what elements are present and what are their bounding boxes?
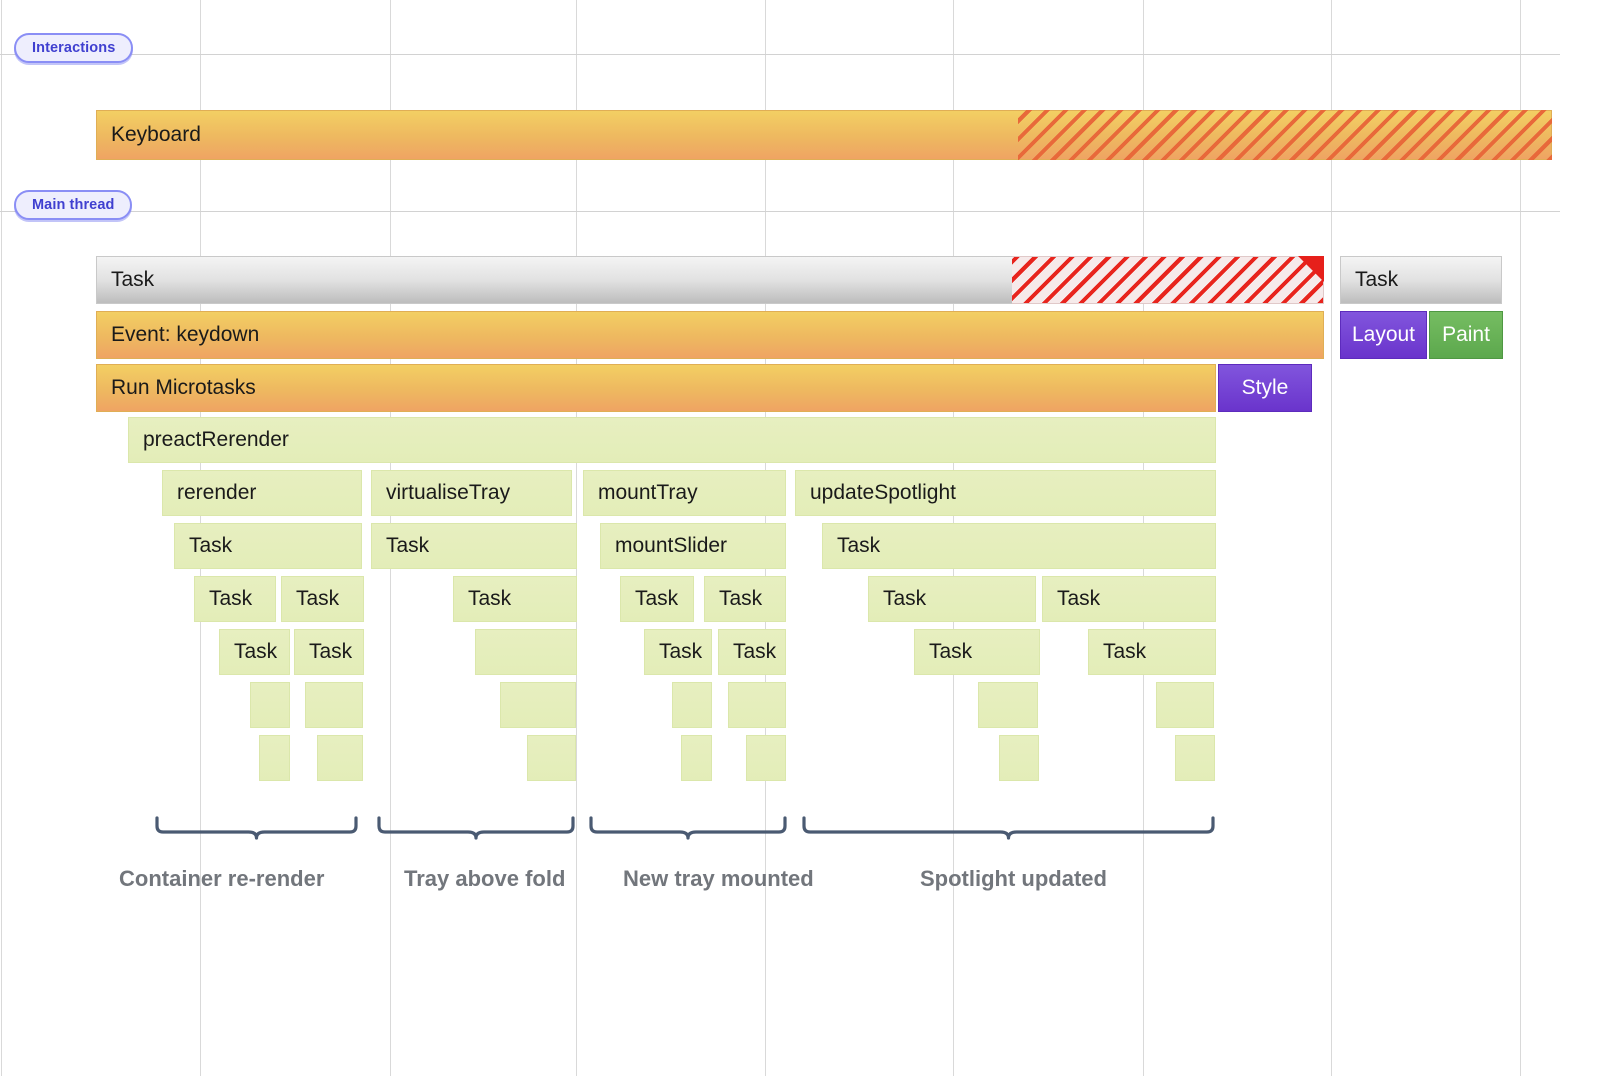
flame-bar-d5-task-0[interactable]: Task	[174, 523, 362, 569]
flame-bar-d7-task-4-label: Task	[733, 640, 777, 663]
flame-bar-d5-task-1-label: Task	[386, 534, 430, 557]
flame-bar-d2-run-microtasks-0-label: Run Microtasks	[111, 376, 256, 399]
flame-bar-d4-virtualisetray-1-label: virtualiseTray	[386, 481, 511, 504]
flame-bar-d4-rerender-0-label: rerender	[177, 481, 257, 504]
flame-bar-d7-task-1-label: Task	[309, 640, 353, 663]
flame-bar-d4-mounttray-2[interactable]: mountTray	[583, 470, 786, 516]
flame-bar-d0-task-0-label: Task	[111, 268, 155, 291]
interaction-bar-keyboard[interactable]: Keyboard	[96, 110, 1552, 160]
flame-bar-d1-layout-1[interactable]: Layout	[1340, 311, 1427, 359]
track-rule-0	[0, 54, 1560, 55]
flame-bar-d7-task-1[interactable]: Task	[294, 629, 364, 675]
flame-bar-d6-task-3-label: Task	[635, 587, 679, 610]
flame-bar-d8-unlabeled-4[interactable]	[728, 682, 786, 728]
flame-bar-d7-task-5-label: Task	[929, 640, 973, 663]
flame-bar-d9-unlabeled-6[interactable]	[1175, 735, 1215, 781]
flame-bar-d5-task-0-label: Task	[189, 534, 233, 557]
flame-bar-d8-unlabeled-6[interactable]	[1156, 682, 1214, 728]
annotation-bracket-1	[377, 816, 575, 840]
annotation-bracket-2	[589, 816, 787, 840]
track-rule-1	[0, 211, 1560, 212]
gridline-0	[1, 0, 2, 1076]
flame-bar-d7-task-0-label: Task	[234, 640, 278, 663]
flame-bar-d5-mountslider-2-label: mountSlider	[615, 534, 728, 557]
flame-bar-d9-unlabeled-3[interactable]	[681, 735, 712, 781]
flame-bar-d4-updatespotlight-3[interactable]: updateSpotlight	[795, 470, 1216, 516]
flame-bar-d6-task-4[interactable]: Task	[704, 576, 786, 622]
flame-bar-d8-unlabeled-5[interactable]	[978, 682, 1038, 728]
flame-bar-d3-preactrerender-0-label: preactRerender	[143, 428, 289, 451]
flame-bar-d6-task-3[interactable]: Task	[620, 576, 694, 622]
flame-bar-d7-task-3[interactable]: Task	[644, 629, 712, 675]
flame-bar-d6-task-6[interactable]: Task	[1042, 576, 1216, 622]
flame-bar-d4-mounttray-2-label: mountTray	[598, 481, 698, 504]
flame-bar-d6-task-4-label: Task	[719, 587, 763, 610]
interaction-bar-keyboard-label: Keyboard	[111, 123, 201, 146]
flame-bar-d5-task-3-label: Task	[837, 534, 881, 557]
flame-bar-d0-task-1-label: Task	[1355, 268, 1399, 291]
flame-bar-d1-layout-1-label: Layout	[1351, 323, 1416, 346]
annotation-label-1: Tray above fold	[404, 866, 566, 891]
flame-bar-d7-task-6[interactable]: Task	[1088, 629, 1216, 675]
flame-bar-d7-task-0[interactable]: Task	[219, 629, 290, 675]
track-pill-main-thread[interactable]: Main thread	[14, 190, 133, 220]
flame-bar-d4-virtualisetray-1[interactable]: virtualiseTray	[371, 470, 572, 516]
flame-bar-d0-task-1[interactable]: Task	[1340, 256, 1502, 304]
flame-bar-d6-task-5[interactable]: Task	[868, 576, 1036, 622]
flame-bar-d9-unlabeled-1[interactable]	[317, 735, 363, 781]
flame-bar-d8-unlabeled-0[interactable]	[250, 682, 290, 728]
annotation-label-0: Container re-render	[119, 866, 325, 891]
annotation-label-2: New tray mounted	[623, 866, 814, 891]
flame-bar-d5-mountslider-2[interactable]: mountSlider	[600, 523, 786, 569]
flame-bar-d1-paint-2[interactable]: Paint	[1429, 311, 1503, 359]
flame-bar-d7-task-6-label: Task	[1103, 640, 1147, 663]
flame-bar-d2-style-1-label: Style	[1241, 376, 1289, 399]
flame-bar-d6-task-0[interactable]: Task	[194, 576, 276, 622]
flame-bar-d1-paint-2-label: Paint	[1442, 323, 1490, 346]
flame-bar-d1-event-keydown-0[interactable]: Event: keydown	[96, 311, 1324, 359]
flame-bar-d8-unlabeled-3[interactable]	[672, 682, 712, 728]
flame-bar-d6-task-2-label: Task	[468, 587, 512, 610]
flame-bar-d6-task-5-label: Task	[883, 587, 927, 610]
flame-bar-d9-unlabeled-4[interactable]	[746, 735, 786, 781]
flame-bar-d3-preactrerender-0[interactable]: preactRerender	[128, 417, 1216, 463]
flame-bar-d8-unlabeled-2[interactable]	[500, 682, 576, 728]
flame-bar-d7-task-4[interactable]: Task	[718, 629, 786, 675]
flame-bar-d6-task-1[interactable]: Task	[281, 576, 364, 622]
flame-bar-d7-unlabeled-2[interactable]	[475, 629, 577, 675]
flame-bar-d6-task-1-label: Task	[296, 587, 340, 610]
flame-bar-d7-task-3-label: Task	[659, 640, 703, 663]
gridline-8	[1520, 0, 1521, 1076]
track-pill-interactions[interactable]: Interactions	[14, 33, 134, 63]
flame-bar-d9-unlabeled-0[interactable]	[259, 735, 290, 781]
flame-bar-d7-task-5[interactable]: Task	[914, 629, 1040, 675]
flame-bar-d4-updatespotlight-3-label: updateSpotlight	[810, 481, 956, 504]
flame-bar-d2-style-1[interactable]: Style	[1218, 364, 1312, 412]
gridline-7	[1331, 0, 1332, 1076]
flame-bar-d5-task-3[interactable]: Task	[822, 523, 1216, 569]
flame-bar-d6-task-0-label: Task	[209, 587, 253, 610]
flame-bar-d5-task-1[interactable]: Task	[371, 523, 577, 569]
flame-bar-d0-task-0[interactable]: Task	[96, 256, 1324, 304]
flame-bar-d9-unlabeled-2[interactable]	[527, 735, 576, 781]
flame-bar-d2-run-microtasks-0[interactable]: Run Microtasks	[96, 364, 1216, 412]
flame-bar-d9-unlabeled-5[interactable]	[999, 735, 1039, 781]
flame-bar-d6-task-2[interactable]: Task	[453, 576, 577, 622]
flame-bar-d1-event-keydown-0-label: Event: keydown	[111, 323, 260, 346]
flame-bar-d8-unlabeled-1[interactable]	[305, 682, 363, 728]
flame-bar-d4-rerender-0[interactable]: rerender	[162, 470, 362, 516]
annotation-label-3: Spotlight updated	[920, 866, 1107, 891]
annotation-bracket-3	[802, 816, 1215, 840]
annotation-bracket-0	[155, 816, 358, 840]
flame-bar-d6-task-6-label: Task	[1057, 587, 1101, 610]
